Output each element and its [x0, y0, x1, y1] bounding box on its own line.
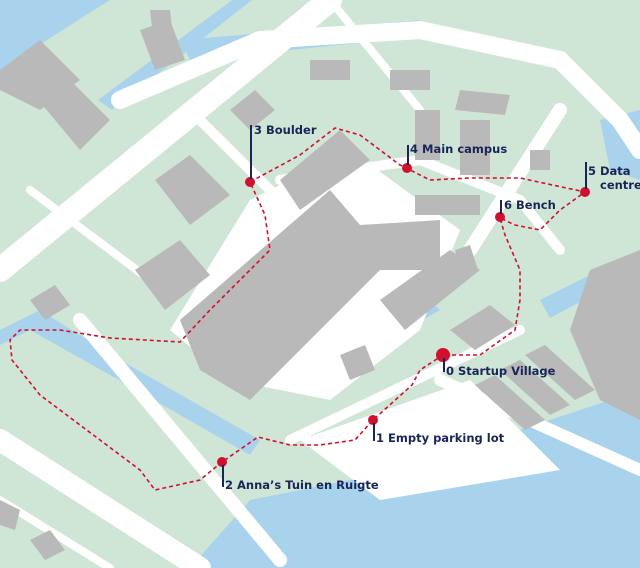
stop-2-stem	[222, 465, 224, 487]
stop-2-marker	[217, 457, 227, 467]
building-central-2	[460, 120, 490, 175]
stop-3-marker	[245, 177, 255, 187]
building-boulder	[230, 90, 275, 130]
stop-0-stem	[443, 358, 445, 372]
building-lake-row-3	[525, 345, 595, 400]
building-central-1	[415, 110, 440, 160]
building-east-2	[380, 250, 480, 330]
building-lake-row-1	[475, 375, 545, 430]
building-west-small	[30, 285, 70, 320]
building-south-corner	[30, 530, 65, 560]
parking-lot-area	[300, 380, 560, 500]
building-northwest-2	[30, 70, 110, 150]
building-main-hall	[180, 190, 390, 400]
building-lake-row-2	[500, 360, 570, 415]
building-startup-south	[340, 345, 375, 380]
stop-4-label[interactable]: 4 Main campus	[410, 142, 508, 156]
stop-5-stem	[585, 162, 587, 189]
stop-1-marker	[368, 415, 378, 425]
building-southwest-edge	[0, 500, 20, 530]
building-plaza-north	[310, 60, 350, 80]
road-south-diagonal	[0, 429, 211, 568]
road-ring-north	[111, 20, 640, 159]
building-main-wing	[280, 130, 370, 210]
stop-4-marker	[402, 163, 412, 173]
stop-6-marker	[495, 212, 505, 222]
stop-markers	[217, 163, 590, 467]
stop-4-stem	[407, 145, 409, 165]
building-east-1	[360, 220, 440, 270]
building-east-3	[455, 245, 478, 275]
stop-5-marker	[580, 187, 590, 197]
road-north-link	[326, 0, 424, 114]
stop-5-label-line1[interactable]: 5 Data	[588, 164, 631, 178]
stop-0-label[interactable]: 0 Startup Village	[446, 364, 556, 378]
stop-5-label-line2[interactable]: centre	[600, 178, 640, 192]
road-ring-east	[463, 103, 567, 257]
building-plaza-block	[530, 150, 550, 170]
building-plaza-east	[390, 70, 430, 90]
stop-3-label[interactable]: 3 Boulder	[254, 123, 317, 137]
stop-3-stem	[250, 125, 252, 179]
building-north-tower	[150, 10, 175, 55]
road-ring-west	[73, 313, 287, 567]
building-data-centre	[570, 250, 640, 420]
road-south-east	[285, 325, 525, 445]
walking-route	[9, 127, 587, 491]
stop-2-label[interactable]: 2 Anna’s Tuin en Ruigte	[225, 478, 379, 492]
stop-1-label[interactable]: 1 Empty parking lot	[376, 431, 505, 445]
stop-1-stem	[373, 423, 375, 441]
building-layer	[0, 10, 640, 560]
stop-0-marker	[436, 348, 450, 362]
building-startup	[450, 305, 515, 350]
building-west-large	[155, 155, 230, 225]
stop-6-label[interactable]: 6 Bench	[504, 198, 556, 212]
stop-6-stem	[500, 200, 502, 214]
building-southwest	[135, 240, 210, 310]
building-plaza-small	[455, 90, 510, 115]
building-central-3	[415, 195, 480, 215]
road-west-link	[26, 186, 154, 284]
